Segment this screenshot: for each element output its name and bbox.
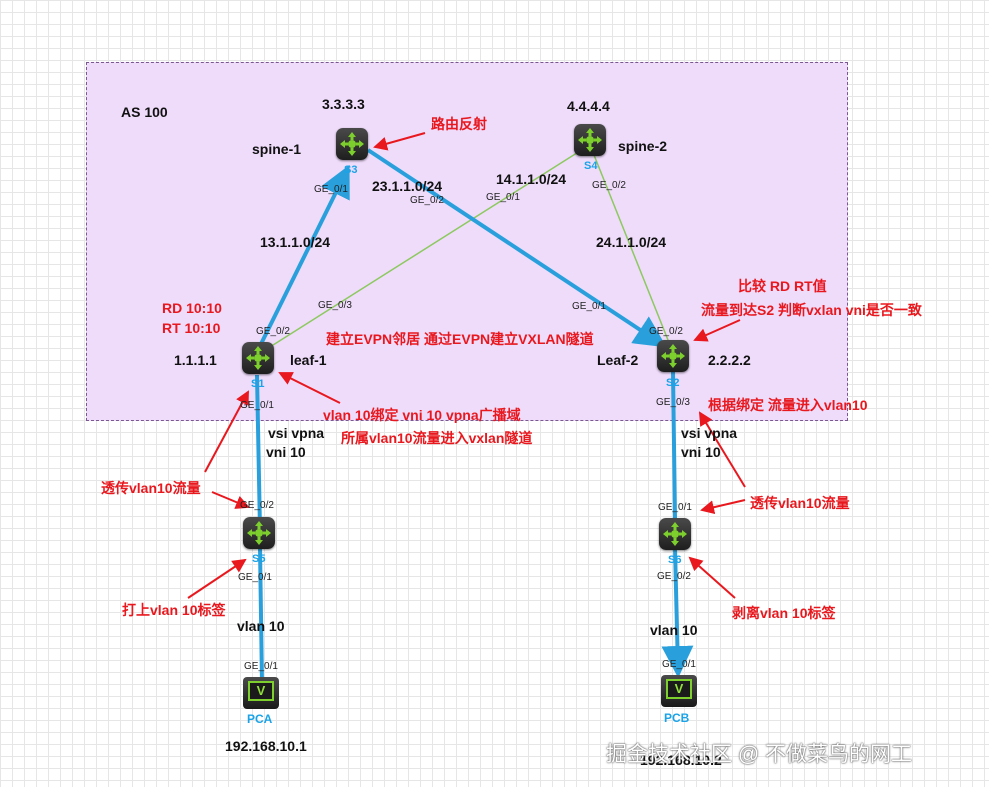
link-s4-s1 <box>261 150 581 353</box>
arrow-passthrough-right <box>700 499 746 515</box>
switch-s2[interactable] <box>657 340 689 372</box>
pc-pca[interactable]: V <box>243 677 279 709</box>
s2-ip: 2.2.2.2 <box>708 352 751 368</box>
device-name-s5: S5 <box>252 553 266 565</box>
port-s2-ge01: GE_0/1 <box>572 301 606 312</box>
pca-ip: 192.168.10.1 <box>225 738 307 754</box>
s3-ip: 3.3.3.3 <box>322 96 365 112</box>
port-s1-ge02: GE_0/2 <box>256 326 290 337</box>
port-s1-ge01: GE_0/1 <box>240 400 274 411</box>
flow-s1-s3 <box>257 164 350 349</box>
subnet-14: 14.1.1.0/24 <box>496 171 567 187</box>
note-rt: RT 10:10 <box>162 320 221 336</box>
watermark: 掘金技术社区 @ 不做菜鸟的网工 <box>606 743 912 766</box>
port-pcb-ge01: GE_0/1 <box>662 659 696 670</box>
port-s1-ge03: GE_0/3 <box>318 300 352 311</box>
arrow-bind-enter <box>698 411 746 488</box>
device-name-s3: S3 <box>344 164 358 176</box>
switch-icon <box>340 132 364 156</box>
arrow-tag-strip <box>688 556 736 599</box>
note-tag-strip: 剥离vlan 10标签 <box>732 605 836 621</box>
switch-icon <box>663 522 687 546</box>
s2-label: Leaf-2 <box>597 352 639 368</box>
switch-icon <box>578 128 602 152</box>
right-vlan: vlan 10 <box>650 622 698 638</box>
note-route-reflect: 路由反射 <box>431 116 487 132</box>
note-compare-rd-rt: 比较 RD RT值 <box>738 278 827 294</box>
device-name-s1: S1 <box>251 378 265 390</box>
arrow-vlan-bind <box>278 372 341 404</box>
note-evpn-peer: 建立EVPN邻居 通过EVPN建立VXLAN隧道 <box>326 331 594 347</box>
flow-s2-s6 <box>671 371 677 519</box>
switch-icon <box>247 521 271 545</box>
pc-icon: V <box>248 681 274 701</box>
note-tag-add: 打上vlan 10标签 <box>122 602 226 618</box>
left-vni: vni 10 <box>266 444 306 460</box>
flow-pca-s5 <box>258 547 264 684</box>
switch-s1[interactable] <box>242 342 274 374</box>
subnet-24: 24.1.1.0/24 <box>596 234 667 250</box>
switch-icon <box>246 346 270 370</box>
as-label: AS 100 <box>121 104 168 120</box>
arrow-route-reflect <box>373 132 426 151</box>
s1-ip: 1.1.1.1 <box>174 352 217 368</box>
switch-icon <box>661 344 685 368</box>
flow-s6-pcb <box>661 547 694 678</box>
note-bind-enter-vlan: 根据绑定 流量进入vlan10 <box>708 397 868 413</box>
port-s2-ge02: GE_0/2 <box>649 326 683 337</box>
note-vlan-bind-1: vlan 10绑定 vni 10 vpna广播域 <box>323 407 521 423</box>
note-passthrough-left: 透传vlan10流量 <box>101 480 201 496</box>
arrow-flow-s2 <box>693 319 741 342</box>
arrow-tag-add <box>187 558 247 599</box>
s1-label: leaf-1 <box>290 352 327 368</box>
arrow-passthrough-left-down <box>211 491 250 509</box>
switch-s3[interactable] <box>336 128 368 160</box>
device-name-pca: PCA <box>247 712 273 726</box>
port-s2-ge03: GE_0/3 <box>656 397 690 408</box>
switch-s6[interactable] <box>659 518 691 550</box>
flow-s3-s2 <box>366 148 667 348</box>
port-s6-ge02: GE_0/2 <box>657 571 691 582</box>
switch-s5[interactable] <box>243 517 275 549</box>
port-pca-ge01: GE_0/1 <box>244 661 278 672</box>
note-vlan-bind-2: 所属vlan10流量进入vxlan隧道 <box>341 430 533 446</box>
port-s4-ge01: GE_0/1 <box>486 192 520 203</box>
left-vsi: vsi vpna <box>268 425 325 441</box>
switch-s4[interactable] <box>574 124 606 156</box>
port-s3-ge02: GE_0/2 <box>410 195 444 206</box>
left-vlan: vlan 10 <box>237 618 285 634</box>
right-vni: vni 10 <box>681 444 721 460</box>
s4-label: spine-2 <box>618 138 668 154</box>
arrow-passthrough-left-up <box>204 390 249 473</box>
pc-pcb[interactable]: V <box>661 675 697 707</box>
port-s3-ge01: GE_0/1 <box>314 184 348 195</box>
device-name-pcb: PCB <box>664 711 690 725</box>
port-s6-ge01: GE_0/1 <box>658 502 692 513</box>
device-name-s6: S6 <box>668 554 682 566</box>
device-name-s2: S2 <box>666 377 680 389</box>
pc-icon: V <box>666 679 692 699</box>
note-flow-s2: 流量到达S2 判断vxlan vni是否一致 <box>701 302 922 318</box>
subnet-13: 13.1.1.0/24 <box>260 234 331 250</box>
as-100-area <box>86 62 848 421</box>
s3-label: spine-1 <box>252 141 302 157</box>
flow-s5-s1 <box>255 374 262 531</box>
port-s4-ge02: GE_0/2 <box>592 180 626 191</box>
port-s5-ge01: GE_0/1 <box>238 572 272 583</box>
note-passthrough-right: 透传vlan10流量 <box>750 495 850 511</box>
s4-ip: 4.4.4.4 <box>567 98 610 114</box>
device-name-s4: S4 <box>584 160 598 172</box>
pcb-ip: 192.168.10.2 <box>640 752 722 768</box>
port-s5-ge02: GE_0/2 <box>240 500 274 511</box>
subnet-23: 23.1.1.0/24 <box>372 178 443 194</box>
right-vsi: vsi vpna <box>681 425 738 441</box>
note-rd: RD 10:10 <box>162 300 222 316</box>
